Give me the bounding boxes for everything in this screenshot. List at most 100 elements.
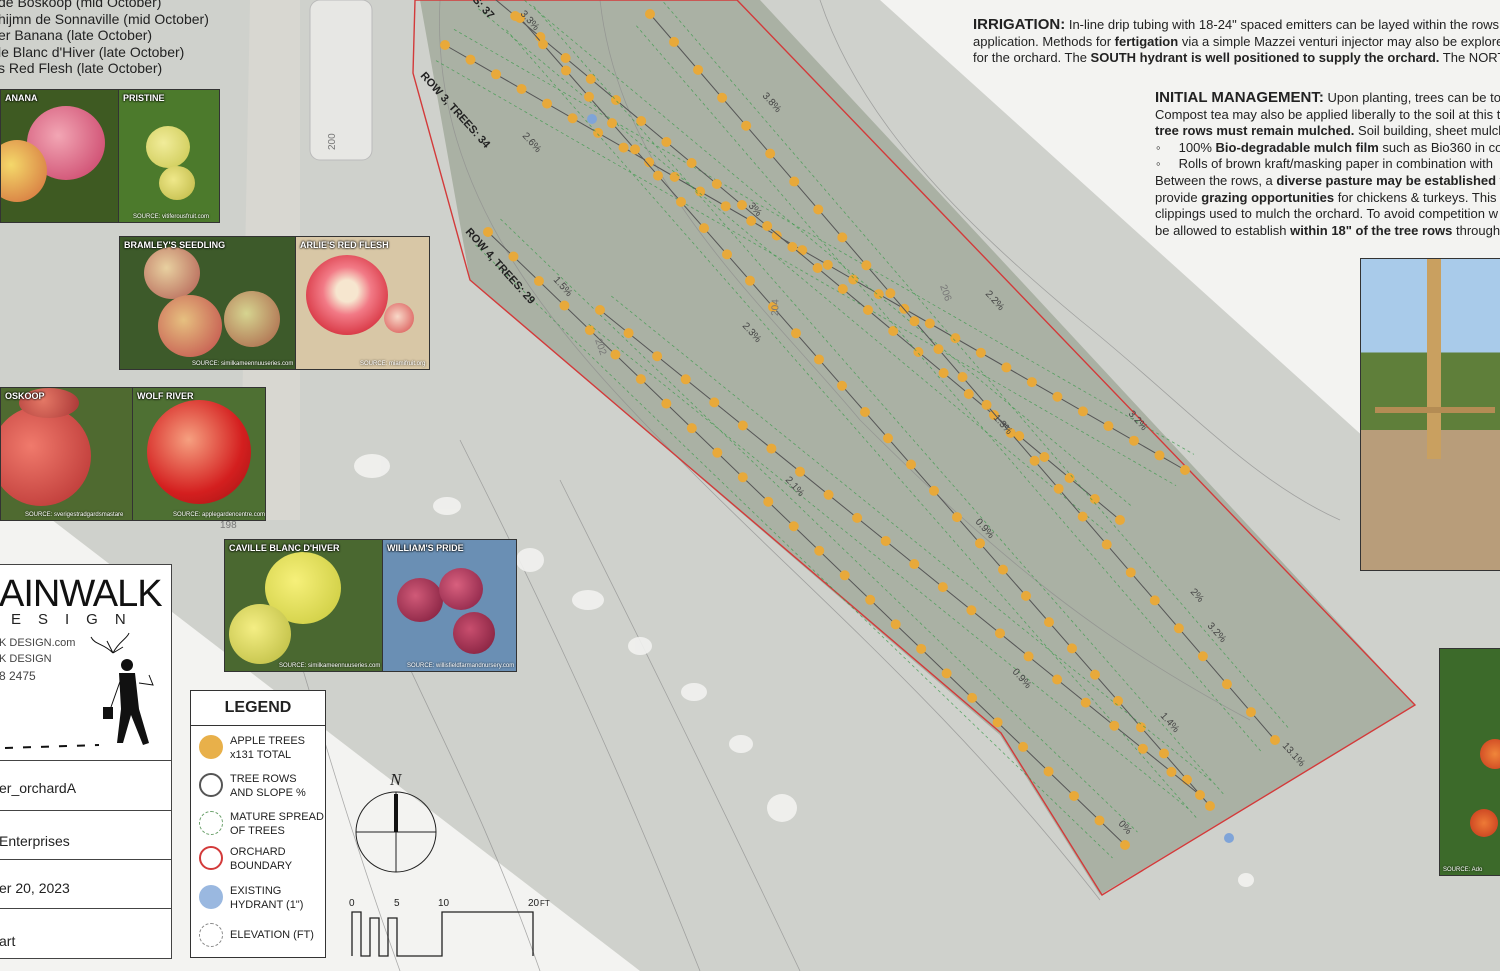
scale-bar: 0 5 10 20 FT <box>349 898 550 957</box>
photo-caville-blanc: CAVILLE BLANC D'HIVER SOURCE: similkamee… <box>224 539 384 672</box>
apple-tree <box>837 380 847 391</box>
bullet-icon: ◦ <box>1156 139 1161 155</box>
apple-image <box>1 406 91 506</box>
irrigation-text: via a simple Mazzei venturi injector may… <box>1178 33 1500 49</box>
sheet-name: art <box>0 933 16 949</box>
photo-source: SOURCE: Ado <box>1443 867 1483 873</box>
photo-apple-branch: SOURCE: Ado <box>1439 648 1500 876</box>
apple-tree <box>669 171 680 182</box>
brand-handle: K DESIGN <box>0 653 52 665</box>
apple-tree <box>676 196 686 207</box>
photo-source: SOURCE: willisfieldfarmandnursery.com <box>407 663 515 669</box>
apple-tree <box>661 137 672 147</box>
project-row: er_orchardA <box>0 760 171 810</box>
brand-sub: ESIGN <box>11 611 143 628</box>
hydrant-icon <box>199 885 223 909</box>
apple-tree <box>1029 455 1040 466</box>
apple-tree <box>746 215 757 226</box>
photo-label: ANANA <box>5 93 38 103</box>
apple-tree <box>1113 695 1123 706</box>
north-arrow-icon: N <box>355 770 437 873</box>
apple-tree <box>963 389 974 399</box>
variety-item: le Blanc d'Hiver (late October) <box>0 43 185 60</box>
apple-tree <box>644 157 655 168</box>
apple-tree <box>967 692 978 703</box>
apple-tree <box>1018 741 1029 752</box>
apple-tree <box>933 344 944 355</box>
apple-tree <box>699 223 709 234</box>
apple-tree <box>1052 674 1063 685</box>
apple-tree <box>924 318 935 329</box>
mature-spread-line <box>506 29 1197 819</box>
apple-tree <box>906 459 916 470</box>
elevation-icon <box>199 923 223 947</box>
brand-website: K DESIGN.com <box>0 637 76 649</box>
apple-tree <box>1125 567 1136 578</box>
mature-spread-line <box>435 60 1177 486</box>
date-row: er 20, 2023 <box>0 859 171 908</box>
apple-tree <box>768 301 778 312</box>
mature-spread-line <box>453 29 1195 455</box>
apple-tree <box>989 410 999 420</box>
apple-tree <box>950 333 961 344</box>
management-text: provide <box>1155 189 1202 205</box>
photo-williams-pride: WILLIAM'S PRIDE SOURCE: willisfieldfarma… <box>382 539 517 672</box>
apple-tree <box>737 200 747 210</box>
variety-item: er Banana (late October) <box>0 27 153 44</box>
apple-tree <box>873 289 884 300</box>
scale-tick-label: 20 <box>528 898 540 909</box>
apple-tree <box>1159 748 1169 759</box>
apple-tree <box>848 274 859 285</box>
apple-tree <box>975 347 986 358</box>
apple-tree <box>1089 494 1100 504</box>
apple-tree <box>669 36 680 47</box>
apple-tree <box>483 227 493 237</box>
apple-tree <box>789 176 800 187</box>
photo-label: ARLIE'S RED FLESH <box>300 240 389 250</box>
variety-item: de Boskoop (mid October) <box>0 0 162 10</box>
apple-image <box>1 140 47 202</box>
mature-spread-line <box>611 295 1212 782</box>
apple-tree <box>938 368 949 378</box>
apple-image <box>1470 809 1498 837</box>
apple-tree <box>465 54 476 65</box>
apple-tree <box>717 92 728 103</box>
apple-tree <box>538 39 548 50</box>
apple-tree <box>584 91 594 102</box>
tree-row-line <box>599 309 1201 796</box>
apple-tree <box>584 325 595 336</box>
management-text: Between the rows, a <box>1155 172 1277 188</box>
management-text: Soil building, sheet mulch <box>1354 123 1500 139</box>
apple-tree <box>686 423 697 434</box>
apple-tree <box>975 538 985 549</box>
management-text: Rolls of brown kraft/masking paper in co… <box>1178 156 1493 172</box>
photo-pristine: PRISTINE SOURCE: vitiferousfruit.com <box>118 89 220 223</box>
elevation-label: 204 <box>770 299 782 316</box>
elevation-label: 198 <box>220 520 237 531</box>
apple-tree <box>652 351 663 362</box>
apple-tree <box>1090 669 1100 680</box>
irrigation-text: for the orchard. The <box>973 50 1091 66</box>
apple-tree <box>788 521 799 532</box>
apple-tree <box>607 118 617 129</box>
legend-title: LEGEND <box>191 691 325 726</box>
tree-rows <box>435 0 1289 859</box>
apple-tree <box>883 433 893 444</box>
apple-tree <box>741 120 752 131</box>
boundary-icon <box>199 846 223 870</box>
apple-tree <box>559 300 570 311</box>
variety-item: hijmn de Sonnaville (mid October) <box>0 10 209 27</box>
photo-label: OSKOOP <box>5 391 45 401</box>
management-heading: INITIAL MANAGEMENT: <box>1155 89 1324 106</box>
apple-tree <box>711 179 722 189</box>
apple-tree <box>693 64 704 75</box>
management-text: 100% <box>1178 139 1216 155</box>
irrigation-heading: IRRIGATION: <box>973 16 1066 33</box>
apple-tree <box>992 717 1003 728</box>
apple-image <box>229 604 291 664</box>
apple-tree <box>865 594 876 605</box>
irrigation-text: In-line drip tubing with 18-24" spaced e… <box>1065 17 1500 32</box>
legend-label: HYDRANT (1") <box>230 898 304 911</box>
apple-tree <box>1180 465 1190 475</box>
apple-image <box>439 568 483 610</box>
